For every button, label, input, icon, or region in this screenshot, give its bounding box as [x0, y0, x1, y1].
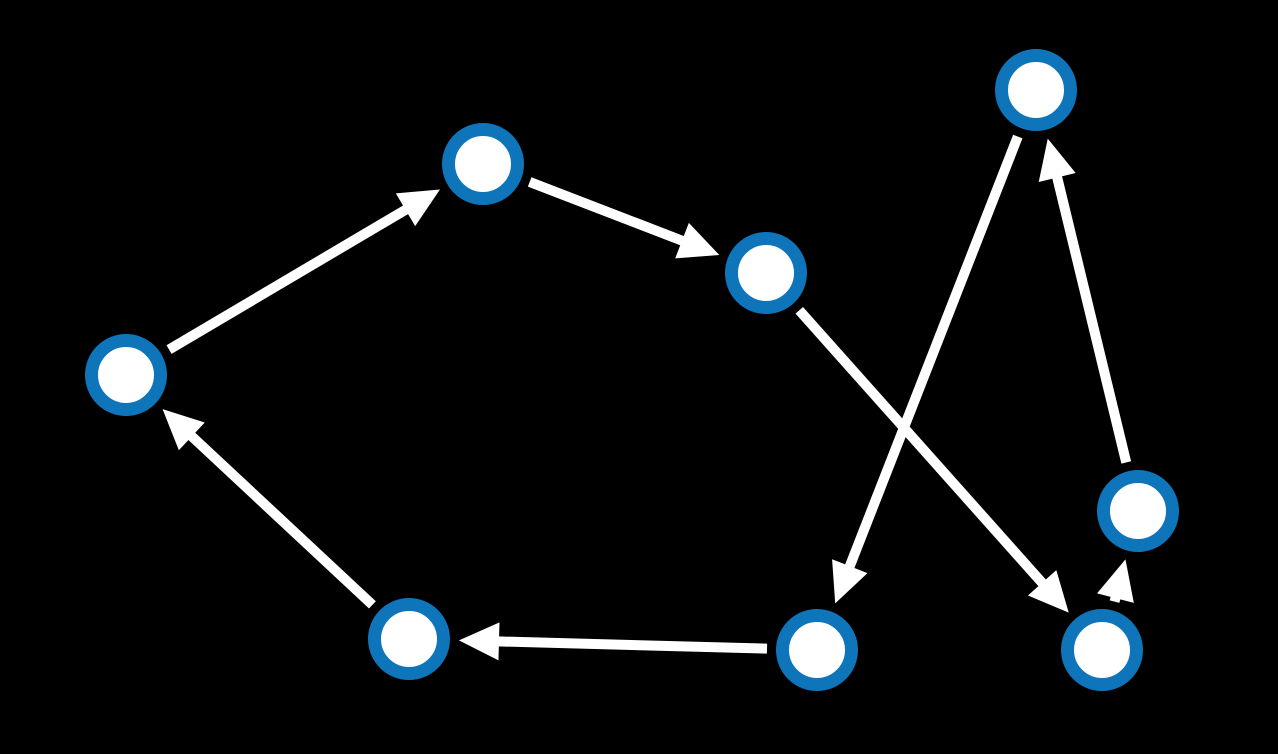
graph-node-top-middle: [442, 123, 524, 205]
edge-bottom-left-to-left: [162, 409, 376, 609]
edge-top-middle-to-middle: [527, 177, 720, 259]
edge-bottom-middle-to-bottom-left: [458, 622, 768, 661]
edge-right-to-top-right: [1038, 138, 1132, 464]
graph-node-top-right: [995, 49, 1077, 131]
graph-node-left: [85, 334, 167, 416]
edge-shaft: [527, 177, 686, 247]
arrowhead-icon: [1038, 138, 1076, 182]
edge-shaft: [186, 431, 376, 609]
edge-bottom-right-to-right: [1097, 559, 1134, 603]
graph-node-right: [1097, 470, 1179, 552]
graph-node-bottom-left: [368, 598, 450, 680]
graph-node-bottom-right: [1061, 609, 1143, 691]
edge-left-to-top-middle: [166, 189, 440, 354]
edge-middle-to-bottom-right: [795, 306, 1069, 613]
arrowhead-icon: [1027, 570, 1069, 613]
edge-shaft: [496, 636, 768, 654]
edge-shaft: [844, 134, 1023, 570]
arrowhead-icon: [832, 559, 868, 604]
arrowhead-icon: [1097, 559, 1134, 603]
arrowhead-icon: [675, 222, 720, 259]
arrowhead-icon: [162, 409, 205, 451]
edge-top-right-to-bottom-middle: [832, 134, 1023, 604]
edge-shaft: [795, 306, 1048, 588]
arrowhead-icon: [395, 189, 440, 227]
graph-node-middle: [725, 232, 807, 314]
edge-shaft: [166, 204, 410, 354]
edge-shaft: [1051, 174, 1132, 464]
graph-node-bottom-middle: [776, 609, 858, 691]
arrowhead-icon: [458, 622, 500, 661]
